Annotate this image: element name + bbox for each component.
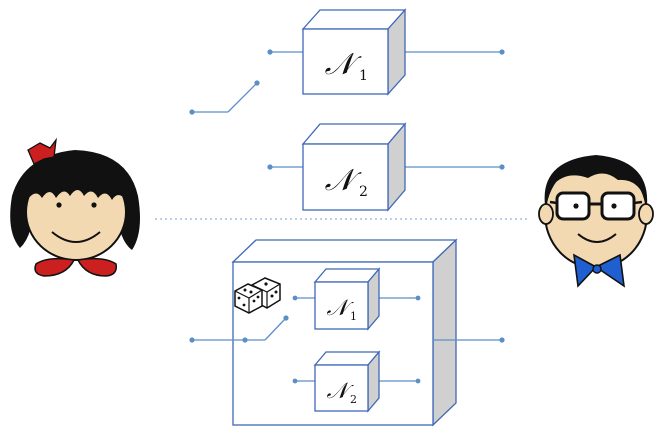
channel-box-n1-top: 𝒩 1 — [267, 8, 505, 96]
dice-icon — [234, 277, 281, 314]
inner-switch — [233, 315, 289, 343]
top-switch — [189, 80, 260, 115]
boy-with-glasses-icon — [538, 155, 654, 288]
composite-output-node — [499, 337, 505, 343]
composite-input-node — [189, 337, 195, 343]
channel-box-n2-top: 𝒩 2 — [267, 122, 505, 212]
channel-box-n2-inner: 𝒩 2 — [292, 350, 421, 413]
girl-face-icon — [10, 137, 141, 277]
n1-inner-subscript: 1 — [350, 310, 357, 323]
n2-top-subscript: 2 — [359, 184, 368, 200]
n2-inner-subscript: 2 — [350, 393, 357, 406]
n1-top-subscript: 1 — [359, 68, 368, 84]
channel-box-n1-inner: 𝒩 1 — [292, 267, 421, 331]
